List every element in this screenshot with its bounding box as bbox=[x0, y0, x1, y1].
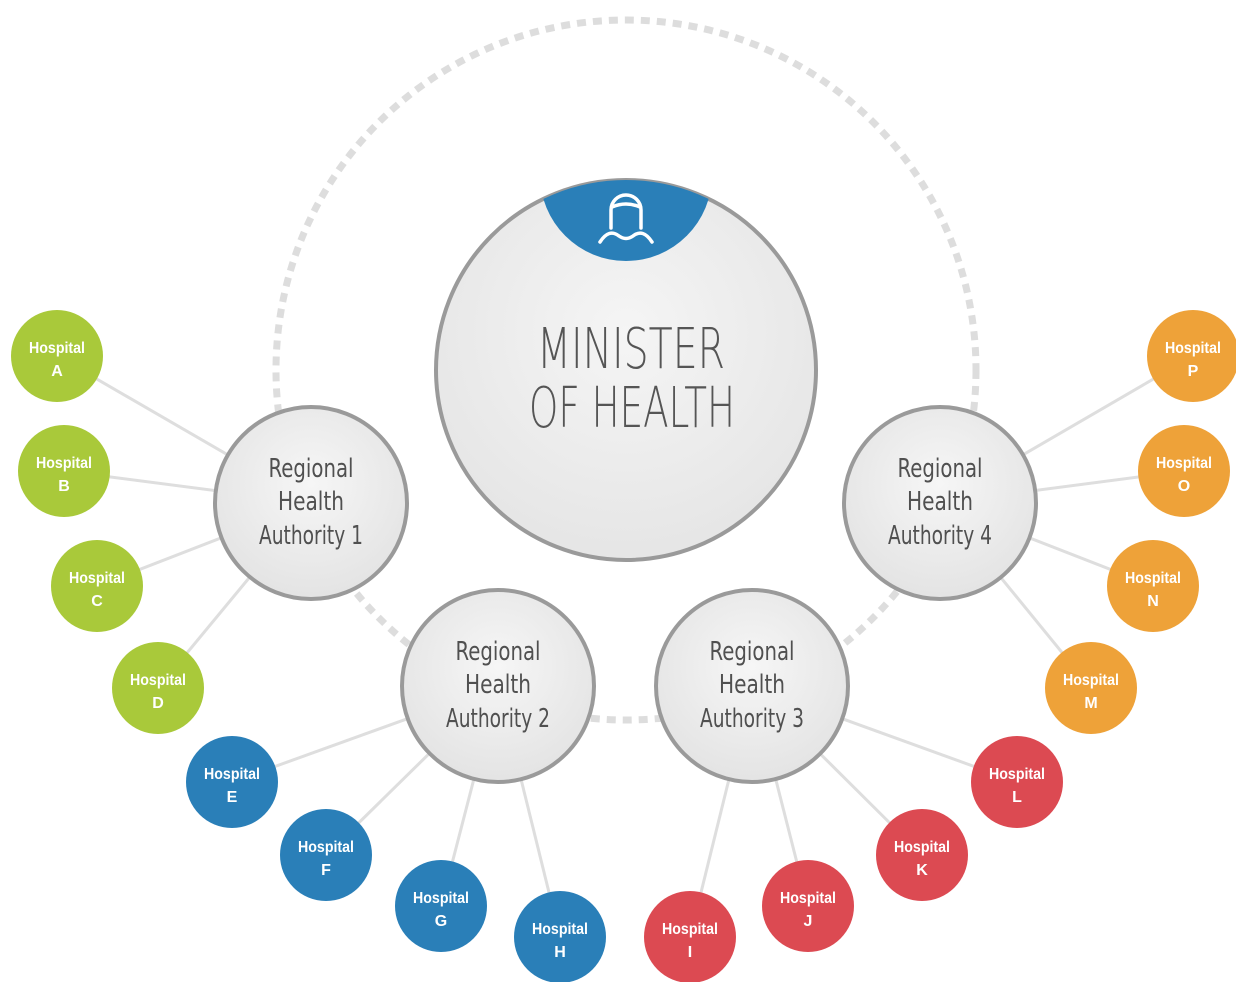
hospital-circle bbox=[112, 642, 204, 734]
hospital-label: Hospital bbox=[298, 839, 354, 856]
regional-authority-label-line2: Health bbox=[907, 487, 973, 517]
hospital-label: Hospital bbox=[69, 570, 125, 587]
hospital-letter: M bbox=[1084, 695, 1097, 712]
hospital-label: Hospital bbox=[894, 839, 950, 856]
hospital-circle bbox=[644, 891, 736, 982]
hospital-letter: H bbox=[554, 944, 566, 961]
hospital-label: Hospital bbox=[204, 766, 260, 783]
regional-authority-circle bbox=[654, 588, 850, 784]
hospital-letter: P bbox=[1188, 363, 1199, 380]
hospital-label: Hospital bbox=[780, 890, 836, 907]
minister-icon-badge bbox=[540, 180, 712, 261]
hospital-circle bbox=[971, 736, 1063, 828]
hospital-label: Hospital bbox=[130, 672, 186, 689]
hospital-letter: G bbox=[435, 913, 447, 930]
hospital-circle bbox=[1147, 310, 1236, 402]
hospital-letter: N bbox=[1147, 593, 1159, 610]
hospital-circle bbox=[762, 860, 854, 952]
regional-authority-label-line3: Authority 4 bbox=[888, 521, 992, 551]
regional-authority-label-line1: Regional bbox=[898, 454, 983, 484]
hospital-circle bbox=[1045, 642, 1137, 734]
hospital-label: Hospital bbox=[989, 766, 1045, 783]
hospital-letter: D bbox=[152, 695, 164, 712]
hospital-circle bbox=[1138, 425, 1230, 517]
regional-authority-label-line2: Health bbox=[719, 670, 785, 700]
hospital-label: Hospital bbox=[36, 455, 92, 472]
hospital-circle bbox=[11, 310, 103, 402]
dashed-ring bbox=[272, 16, 980, 724]
hospital-letter: F bbox=[321, 862, 331, 879]
regional-authority-circle bbox=[213, 405, 409, 601]
hospital-letter: J bbox=[804, 913, 813, 930]
hospital-label: Hospital bbox=[29, 340, 85, 357]
hospital-circle bbox=[18, 425, 110, 517]
regional-authority-label-line1: Regional bbox=[269, 454, 354, 484]
hospital-circle bbox=[51, 540, 143, 632]
hospital-circle bbox=[186, 736, 278, 828]
hospital-label: Hospital bbox=[1125, 570, 1181, 587]
minister-node[interactable]: MINISTER OF HEALTH bbox=[434, 89, 818, 562]
hospital-letter: K bbox=[916, 862, 928, 879]
hospital-letter: B bbox=[58, 478, 70, 495]
regional-authority-circle bbox=[842, 405, 1038, 601]
hospital-letter: L bbox=[1012, 789, 1022, 806]
hospital-letter: O bbox=[1178, 478, 1190, 495]
hospital-circle bbox=[395, 860, 487, 952]
hospital-letter: C bbox=[91, 593, 103, 610]
hospital-circle bbox=[280, 809, 372, 901]
minister-title-line1: MINISTER bbox=[537, 317, 725, 382]
hospital-label: Hospital bbox=[1165, 340, 1221, 357]
hospital-letter: I bbox=[688, 944, 692, 961]
regional-authority-label-line3: Authority 1 bbox=[259, 521, 363, 551]
regional-authority-label-line1: Regional bbox=[710, 637, 795, 667]
hospital-circle bbox=[876, 809, 968, 901]
hospital-label: Hospital bbox=[413, 890, 469, 907]
regional-authority-label-line3: Authority 2 bbox=[446, 704, 550, 734]
regional-authority-label-line2: Health bbox=[278, 487, 344, 517]
hospital-circle bbox=[514, 891, 606, 982]
regional-authority-label-line2: Health bbox=[465, 670, 531, 700]
hospital-letter: A bbox=[51, 363, 63, 380]
regional-authority-circle bbox=[400, 588, 596, 784]
hospital-label: Hospital bbox=[1063, 672, 1119, 689]
hospital-label: Hospital bbox=[662, 921, 718, 938]
regional-authority-label-line1: Regional bbox=[456, 637, 541, 667]
hospital-circle bbox=[1107, 540, 1199, 632]
hospital-label: Hospital bbox=[532, 921, 588, 938]
minister-title-line2: OF HEALTH bbox=[529, 376, 735, 441]
regional-authority-label-line3: Authority 3 bbox=[700, 704, 804, 734]
person-icon bbox=[598, 193, 654, 244]
hospital-label: Hospital bbox=[1156, 455, 1212, 472]
hospital-letter: E bbox=[227, 789, 238, 806]
